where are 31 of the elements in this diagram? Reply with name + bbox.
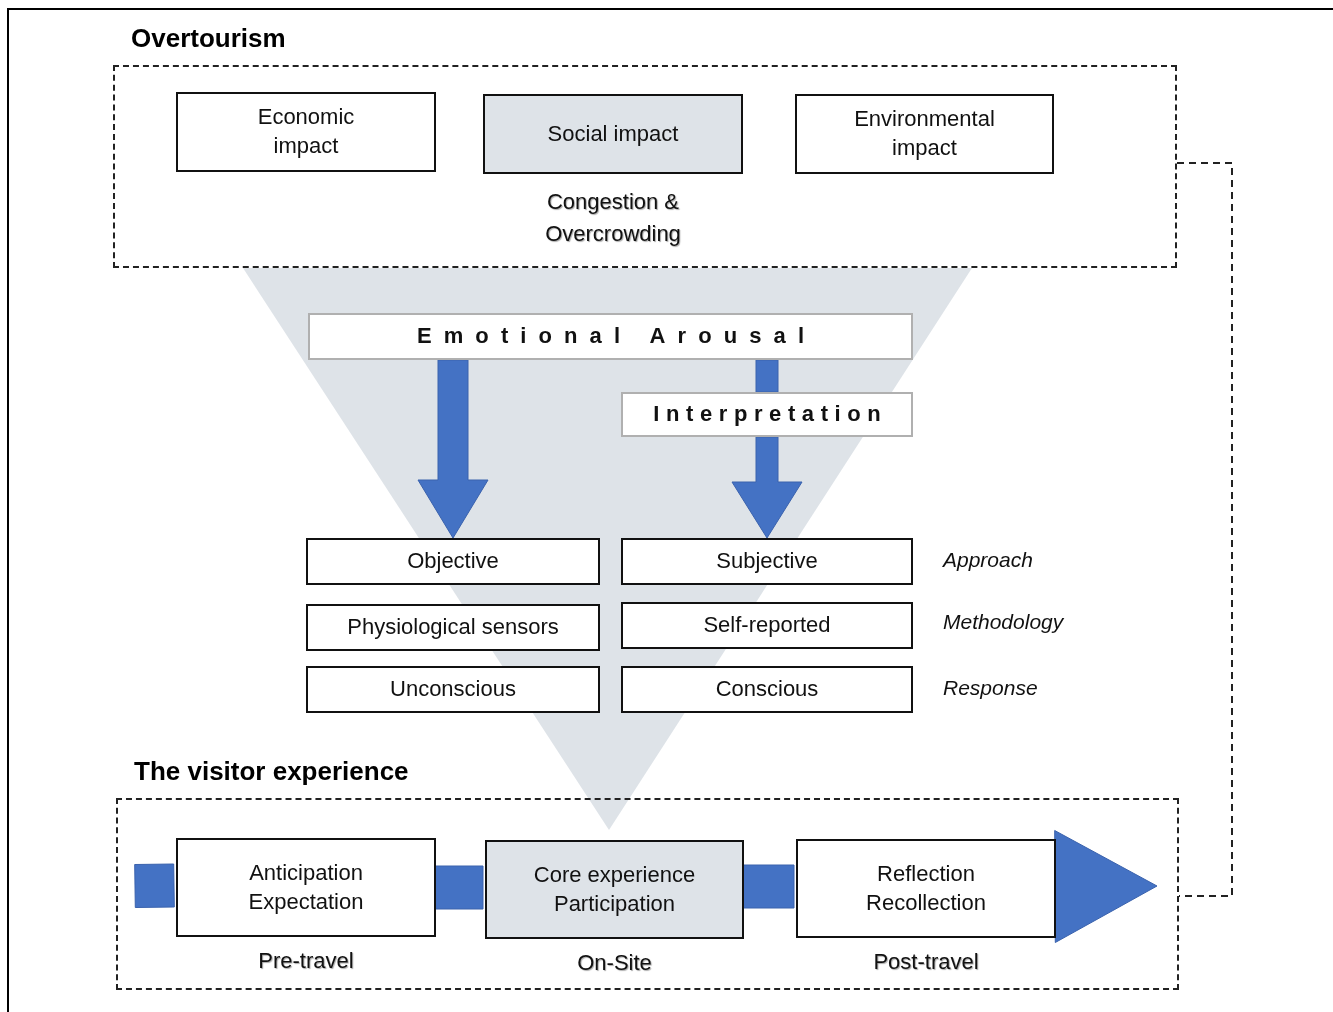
stage-caption: Pre-travel <box>257 947 355 975</box>
dashed-connector <box>1176 162 1233 897</box>
connector-bar <box>755 359 779 393</box>
stage-caption: Congestion & Overcrowding <box>544 188 682 248</box>
connector-bar <box>134 863 175 908</box>
process-box: Physiological sensors <box>306 604 600 651</box>
connector-bar <box>741 864 795 909</box>
row-category-label: Response <box>943 676 1038 700</box>
process-box: Core experience Participation <box>485 840 744 939</box>
process-box: Subjective <box>621 538 913 585</box>
banner-box: Emotional Arousal <box>308 313 913 360</box>
process-box: Unconscious <box>306 666 600 713</box>
stage-caption: Post-travel <box>872 948 980 976</box>
connector-bar <box>433 865 484 910</box>
banner-box: Interpretation <box>621 392 913 437</box>
group-heading: Overtourism <box>131 23 286 54</box>
row-category-label: Approach <box>943 548 1033 572</box>
process-box: Economic impact <box>176 92 436 172</box>
block-arrow <box>417 359 489 539</box>
group-heading: The visitor experience <box>134 756 409 787</box>
stage-caption: On-Site <box>576 949 653 977</box>
process-box: Social impact <box>483 94 743 174</box>
process-box: Self-reported <box>621 602 913 649</box>
process-box: Reflection Recollection <box>796 839 1056 938</box>
block-arrow <box>731 436 803 539</box>
block-arrow <box>1053 830 1158 943</box>
process-box: Environmental impact <box>795 94 1054 174</box>
process-box: Conscious <box>621 666 913 713</box>
row-category-label: Methodology <box>943 610 1064 634</box>
process-box: Anticipation Expectation <box>176 838 436 937</box>
process-box: Objective <box>306 538 600 585</box>
